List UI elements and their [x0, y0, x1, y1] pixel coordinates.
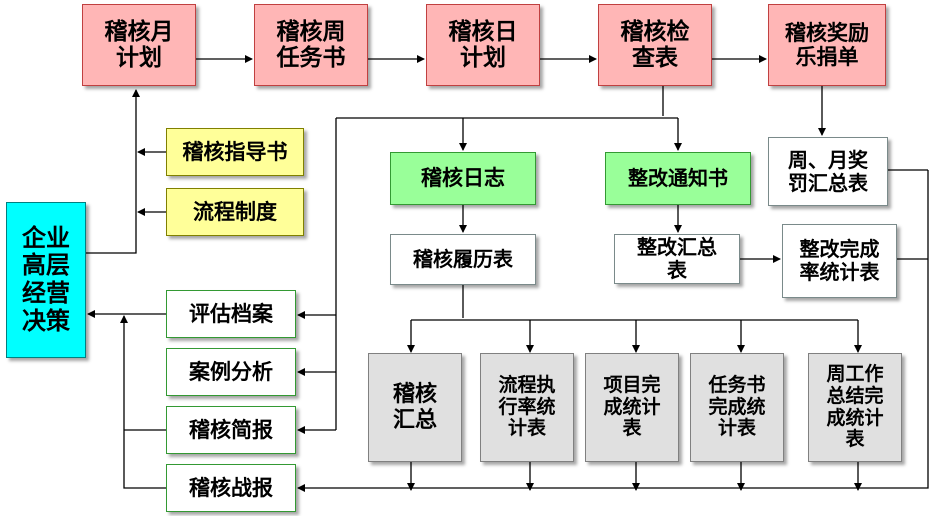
process-rate-box: 流程执 行率统 计表 [480, 353, 574, 462]
rectify-completion-box: 整改完成 率统计表 [782, 224, 897, 298]
monthly-plan-box: 稽核月 计划 [82, 4, 196, 86]
case-analysis-box: 案例分析 [166, 348, 296, 396]
battle-report-box: 稽核战报 [166, 464, 296, 512]
process-system-box: 流程制度 [166, 188, 304, 236]
audit-summary-box: 稽核 汇总 [368, 353, 462, 462]
rectify-summary-box: 整改汇总 表 [614, 234, 740, 284]
audit-log-box: 稽核日志 [390, 152, 536, 205]
evaluation-archive-box: 评估档案 [166, 290, 296, 338]
project-completion-box: 项目完 成统计 表 [585, 353, 679, 462]
audit-record-box: 稽核履历表 [390, 234, 536, 285]
rectify-notice-box: 整改通知书 [605, 152, 751, 205]
daily-plan-box: 稽核日 计划 [426, 4, 540, 86]
decision-box: 企业 高层 经营 决策 [6, 202, 86, 358]
weekly-summary-box: 周工作 总结完 成统计 表 [808, 353, 902, 462]
guide-book-box: 稽核指导书 [166, 128, 304, 176]
reward-list-box: 稽核奖励 乐捐单 [768, 4, 886, 86]
checklist-box: 稽核检 查表 [598, 4, 712, 86]
task-completion-box: 任务书 完成统 计表 [690, 353, 784, 462]
brief-report-box: 稽核简报 [166, 406, 296, 454]
reward-penalty-box: 周、月奖 罚汇总表 [768, 137, 888, 206]
weekly-task-box: 稽核周 任务书 [254, 4, 368, 86]
